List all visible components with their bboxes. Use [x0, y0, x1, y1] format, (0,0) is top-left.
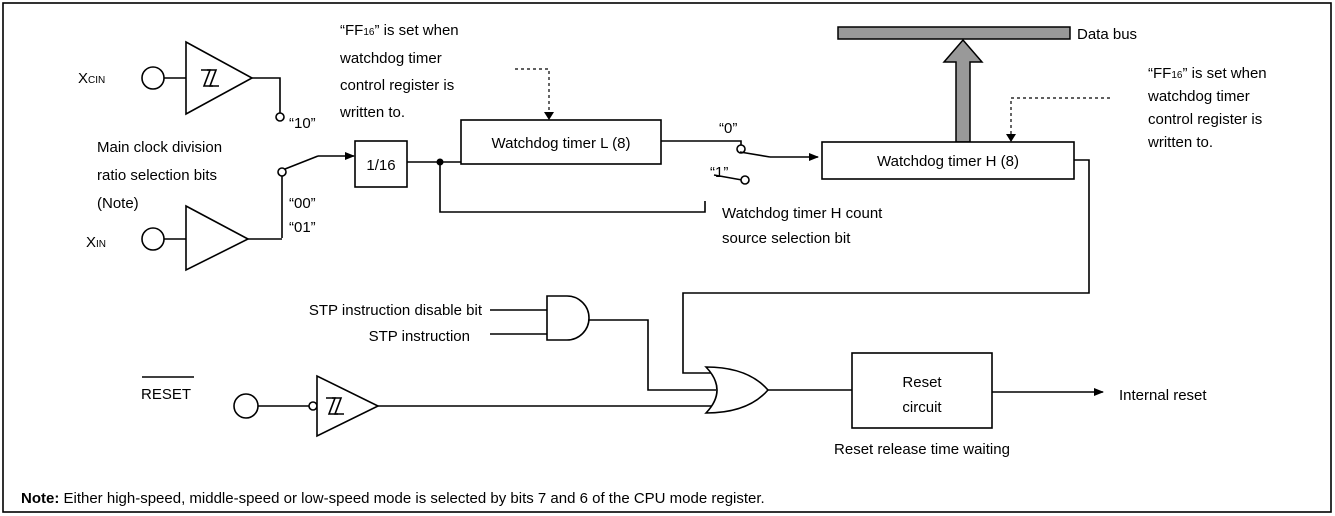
xcin-schmitt-buffer — [185, 40, 254, 116]
switch-contact-1 — [740, 175, 750, 185]
data-bus — [837, 26, 1071, 40]
pin-xcin-terminal — [141, 66, 165, 90]
reset-inverter-bubble — [308, 401, 318, 411]
ff-note-left-line4: written to. — [339, 104, 405, 121]
ff-note-left-pointer — [515, 68, 550, 116]
ff-note-left-line3: control register is — [340, 77, 454, 94]
switch-label-1: “1” — [710, 164, 728, 181]
clock-select-label-line3: (Note) — [97, 195, 139, 212]
internal-reset-label: Internal reset — [1119, 387, 1207, 404]
ff-note-right-pointer — [1010, 97, 1110, 138]
stp-disable-label: STP instruction disable bit — [309, 302, 483, 319]
watchdog-timer-l-box — [460, 119, 662, 165]
switch-label-10: “10” — [289, 115, 316, 132]
ff-note-right-line2: watchdog timer — [1147, 88, 1250, 105]
switch-label-0: “0” — [719, 120, 737, 137]
wdt-h-source-label-line2: source selection bit — [722, 230, 851, 247]
watchdog-timer-l-label: Watchdog timer L (8) — [492, 135, 631, 152]
clock-select-switch-blade — [284, 155, 319, 170]
xin-buffer — [185, 204, 250, 272]
switch-label-00: “00” — [289, 195, 316, 212]
switch-contact-10 — [275, 112, 285, 122]
pin-label-xcin: XCIN — [78, 70, 105, 87]
wdt-h-output-line — [682, 159, 1090, 374]
stp-and-gate — [546, 295, 590, 341]
divider-box — [354, 140, 408, 188]
data-bus-arrow — [942, 38, 984, 143]
reset-circuit-label-line1: Reset — [902, 374, 942, 391]
divider-label: 1/16 — [366, 157, 395, 174]
switch-label-01: “01” — [289, 219, 316, 236]
reset-release-caption: Reset release time waiting — [834, 441, 1010, 458]
switch-pivot — [277, 167, 287, 177]
pin-xin-terminal — [141, 227, 165, 251]
stp-instruction-label: STP instruction — [369, 328, 470, 345]
ff-note-right-line1: “FF16” is set when — [1148, 65, 1267, 82]
reset-pin-label: RESET — [141, 386, 191, 403]
watchdog-timer-h-label: Watchdog timer H (8) — [877, 153, 1019, 170]
reset-or-gate — [704, 366, 770, 414]
data-bus-label: Data bus — [1077, 26, 1137, 43]
footnote-text: Either high-speed, middle-speed or low-s… — [59, 490, 764, 507]
ff-note-right-line4: written to. — [1147, 134, 1213, 151]
ff-note-left-line1: “FF16” is set when — [340, 22, 459, 39]
wdt-source-switch-blade — [739, 151, 771, 158]
footnote-label: Note: — [21, 490, 59, 507]
clock-select-label-line1: Main clock division — [97, 139, 222, 156]
footnote: Note: Either high-speed, middle-speed or… — [21, 490, 765, 507]
pin-reset-terminal — [233, 393, 259, 419]
pin-label-xin: XIN — [86, 234, 106, 251]
switch-contact-1-stub — [713, 174, 743, 181]
ff-note-right-line3: control register is — [1148, 111, 1262, 128]
ff-note-left-line2: watchdog timer — [339, 50, 442, 67]
clock-select-label-line2: ratio selection bits — [97, 167, 217, 184]
reset-schmitt-buffer — [316, 374, 380, 438]
reset-circuit-label-line2: circuit — [902, 399, 942, 416]
switch-contact-0 — [736, 144, 746, 154]
wdt-h-source-label-line1: Watchdog timer H count — [722, 205, 883, 222]
reset-circuit-box — [851, 352, 993, 429]
